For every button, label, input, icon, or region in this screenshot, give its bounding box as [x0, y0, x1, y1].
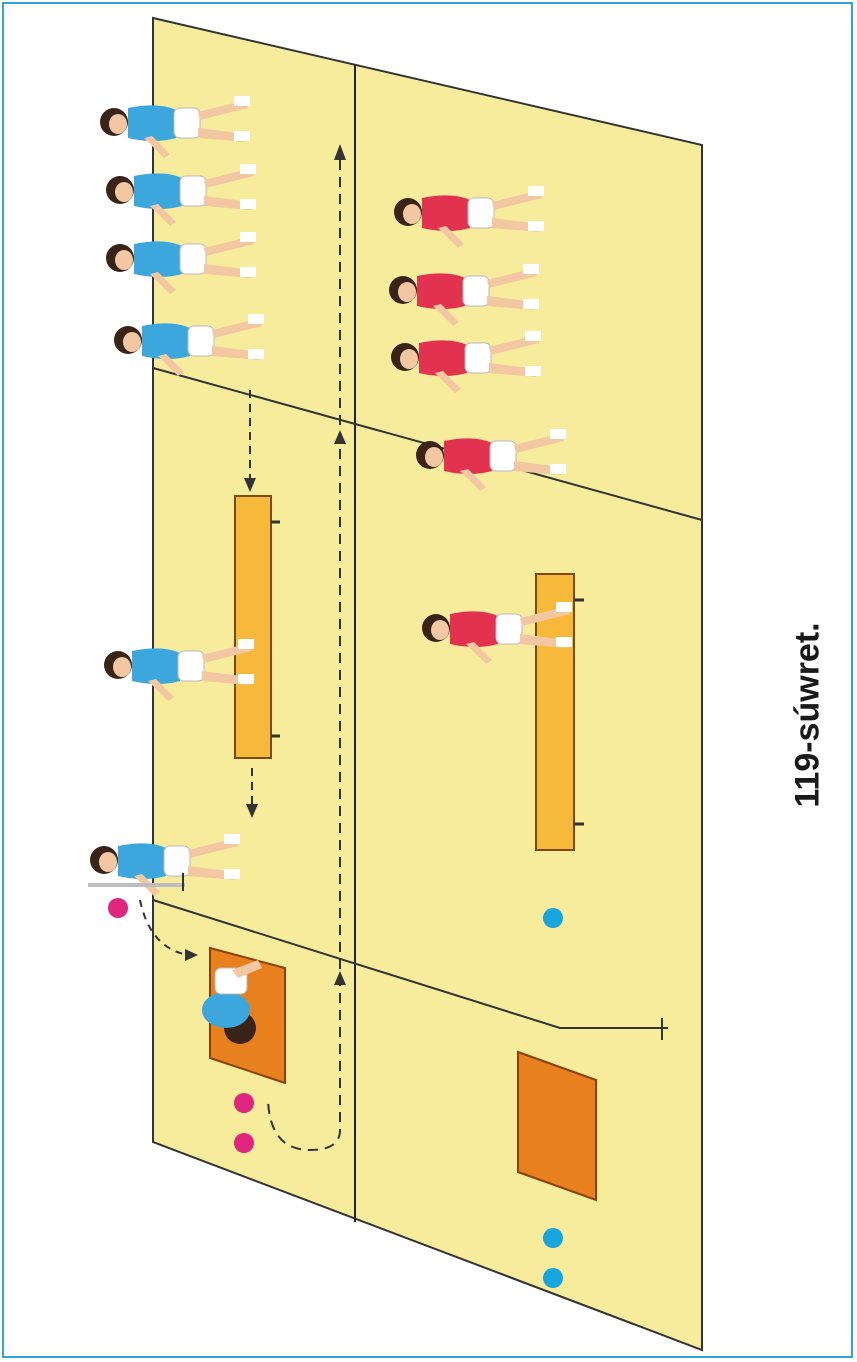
marker-cone-icon — [234, 1133, 254, 1153]
marker-cone-icon — [234, 1093, 254, 1113]
marker-cone-icon — [108, 898, 128, 918]
marker-cone-icon — [543, 1268, 563, 1288]
figure-caption: 119-súwret. — [789, 622, 828, 807]
marker-cone-icon — [543, 908, 563, 928]
marker-cone-icon — [543, 1228, 563, 1248]
